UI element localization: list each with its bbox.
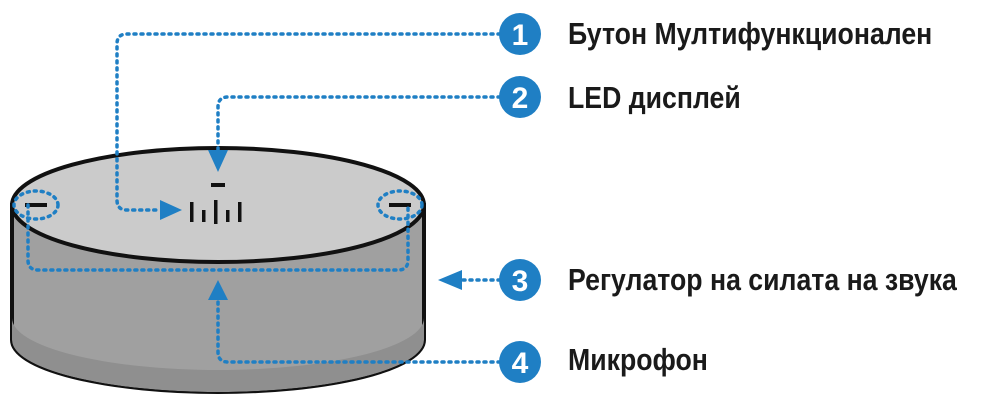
callout-number-3: 3 xyxy=(512,265,529,298)
arrow-head-1 xyxy=(160,200,182,220)
callout-badge-2: 2 xyxy=(499,76,541,118)
callout-label-volume-control: Регулатор на силата на звука xyxy=(568,262,957,297)
callout-badge-4: 4 xyxy=(499,341,541,383)
callout-label-led-display: LED дисплей xyxy=(568,80,741,115)
callout-badge-1: 1 xyxy=(499,13,541,55)
leader-line-1 xyxy=(115,32,502,212)
multifunction-button-icon xyxy=(190,200,242,224)
speaker-bottom-band xyxy=(12,318,424,392)
callout-badge-3: 3 xyxy=(499,259,541,301)
callout-label-microphone: Микрофон xyxy=(568,342,708,377)
volume-minus-ring xyxy=(12,189,60,221)
volume-plus-mark xyxy=(389,203,411,207)
leader-line-4 xyxy=(216,298,502,364)
led-indicator xyxy=(211,183,225,187)
callout-label-multifunction-button: Бутон Мултифункционален xyxy=(568,16,933,51)
volume-minus-mark xyxy=(25,203,47,207)
callout-number-2: 2 xyxy=(512,82,529,115)
callout-number-4: 4 xyxy=(512,347,529,380)
leader-line-2 xyxy=(216,95,502,152)
arrow-head-3 xyxy=(438,270,462,290)
arrow-head-4 xyxy=(208,280,228,300)
arrow-head-2 xyxy=(208,150,228,172)
volume-plus-ring xyxy=(376,189,424,221)
leader-line-mic xyxy=(26,203,410,272)
callout-number-1: 1 xyxy=(512,19,529,52)
